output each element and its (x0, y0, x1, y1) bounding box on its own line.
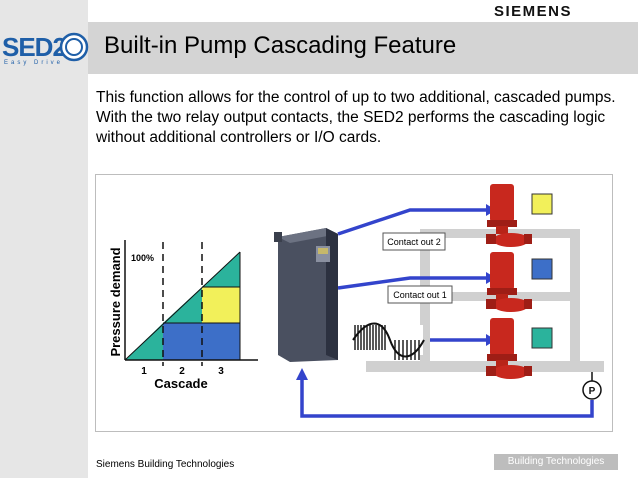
footer-section-badge: Building Technologies (494, 454, 618, 470)
pump-middle (486, 252, 532, 312)
sed2-emblem-icon (59, 32, 89, 62)
status-square-top (531, 193, 553, 215)
x-tick-1: 1 (141, 366, 147, 377)
sed2-logo-text: SED2 (2, 32, 67, 62)
pressure-sensor-label: P (589, 386, 596, 397)
chart-region-yellow (202, 287, 240, 323)
left-band (0, 0, 88, 478)
title-bar (88, 22, 638, 74)
status-square-middle (531, 258, 553, 280)
footer-company: Siemens Building Technologies (96, 459, 235, 470)
x-axis-label: Cascade (154, 376, 207, 391)
pump-bottom (486, 318, 532, 379)
x-tick-3: 3 (218, 366, 224, 377)
x-tick-2: 2 (179, 366, 185, 377)
contact-out-2-box (382, 232, 446, 251)
contact-out-1-label: Contact out 1 (393, 290, 447, 300)
slide-title: Built-in Pump Cascading Feature (104, 32, 457, 59)
pwm-waveform (352, 322, 425, 360)
y-axis-label: Pressure demand (108, 247, 123, 356)
percent-label: 100% (131, 253, 154, 263)
sed2-drive (274, 228, 338, 362)
pump-top (486, 184, 532, 247)
cascade-chart (124, 240, 258, 366)
contact-out-2-label: Contact out 2 (387, 237, 441, 247)
status-square-bottom (531, 327, 553, 349)
siemens-logo: SIEMENS (493, 3, 572, 20)
sed2-logo: SED2 Easy Drive (0, 30, 88, 68)
contact-out-1-box (387, 285, 453, 304)
sed2-logo-tagline: Easy Drive (4, 60, 64, 66)
signal-lines (300, 208, 594, 418)
top-band (88, 0, 638, 22)
intro-paragraph: This function allows for the control of … (96, 89, 616, 146)
